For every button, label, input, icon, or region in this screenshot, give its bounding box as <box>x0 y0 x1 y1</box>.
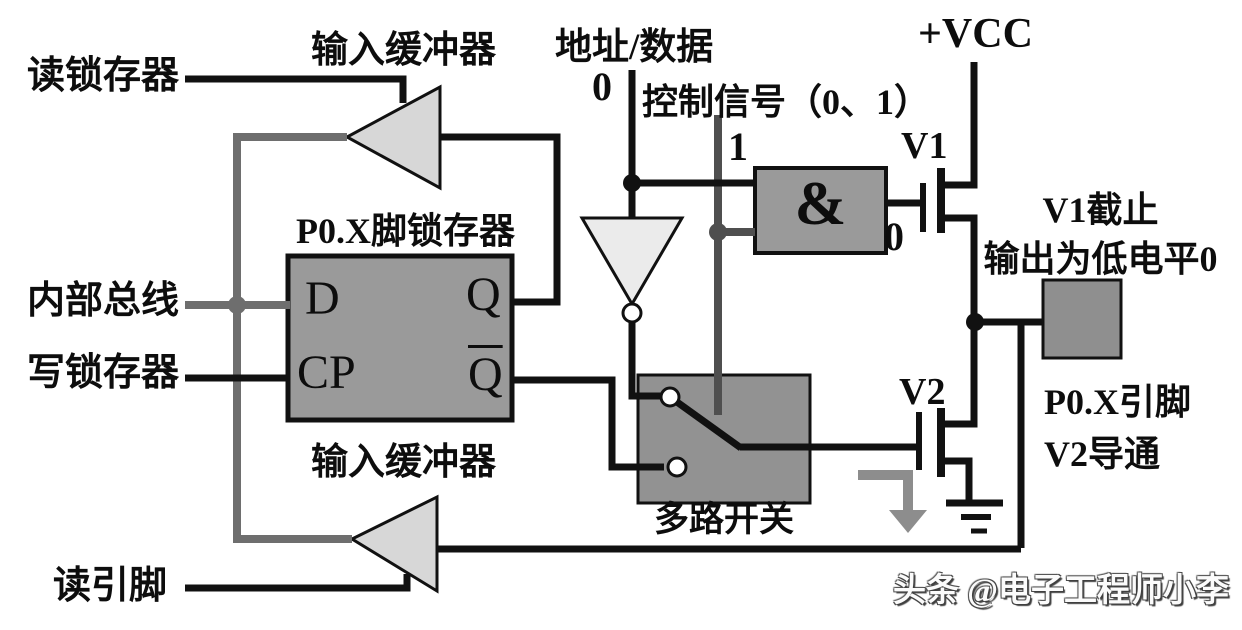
v1-state-line1: V1截止 <box>1042 190 1159 230</box>
and-gate-box <box>753 166 888 255</box>
addr-junction-dot <box>623 174 641 192</box>
inverter-out-wire <box>628 322 662 400</box>
mux-contact-top <box>659 386 681 408</box>
addr-data-value: 0 <box>592 64 612 109</box>
vcc-label: +VCC <box>918 11 1033 57</box>
v1-label: V1 <box>901 125 948 167</box>
latch-pin-d: D <box>305 272 340 325</box>
mux-contact-bottom <box>666 456 688 478</box>
input-buffer-top-label: 输入缓冲器 <box>311 30 496 71</box>
internal-bus-label: 内部总线 <box>27 280 180 322</box>
latch-title: P0.X脚锁存器 <box>296 211 515 251</box>
inverter-bubble <box>621 302 643 324</box>
control-signal-label: 控制信号（0、1） <box>642 82 931 122</box>
pin-pad <box>1041 278 1123 360</box>
internal-bus-junction-dot <box>228 296 246 314</box>
read-pin-label: 读引脚 <box>53 565 168 607</box>
read-latch-wire <box>185 75 407 103</box>
mux-label: 多路开关 <box>654 500 795 539</box>
black-wires <box>185 62 1043 592</box>
pin-junction-dot <box>966 313 984 331</box>
input-buffer-bottom-triangle <box>348 494 439 594</box>
addr-data-label: 地址/数据 <box>555 27 714 68</box>
q-to-buffer-wire <box>440 133 561 306</box>
v1-state-note: V1截止 输出为低电平0 <box>978 186 1223 283</box>
input-buffer-top-triangle <box>343 84 442 191</box>
v2-source-wire <box>941 457 973 503</box>
v1-source-wire <box>941 214 978 322</box>
read-latch-label: 读锁存器 <box>27 55 180 97</box>
read-pin-wire <box>185 574 411 592</box>
latch-pin-cp: CP <box>297 346 356 399</box>
current-arrow-icon <box>858 470 927 533</box>
pin-name-label: P0.X引脚 <box>1044 382 1191 422</box>
v1-state-line2: 输出为低电平0 <box>983 238 1218 279</box>
v2-drain-wire <box>941 322 978 428</box>
latch-pin-qbar: Q <box>468 348 503 401</box>
mux-switch-arm <box>667 394 744 451</box>
and-gate-symbol: & <box>794 170 847 238</box>
watermark: 头条 @电子工程师小李 <box>893 573 1229 609</box>
latch-pin-q: Q <box>466 268 501 321</box>
ground-icon <box>946 499 1003 534</box>
v2-state-label: V2导通 <box>1044 434 1160 475</box>
pin-note: P0.X引脚 V2导通 <box>1044 376 1191 480</box>
control-signal-value: 1 <box>728 124 748 169</box>
write-latch-label: 写锁存器 <box>27 352 180 394</box>
input-buffer-bottom-label: 输入缓冲器 <box>311 442 496 483</box>
control-junction-dot <box>709 223 727 241</box>
buffer-loop-wire <box>233 133 352 543</box>
v1-mosfet <box>920 168 974 233</box>
v2-mosfet <box>916 408 945 477</box>
and-output-value: 0 <box>884 214 904 259</box>
inverter-triangle <box>579 216 685 307</box>
v2-label: V2 <box>899 371 946 413</box>
latch-box <box>285 253 515 423</box>
qbar-to-mux-wire <box>512 376 664 471</box>
